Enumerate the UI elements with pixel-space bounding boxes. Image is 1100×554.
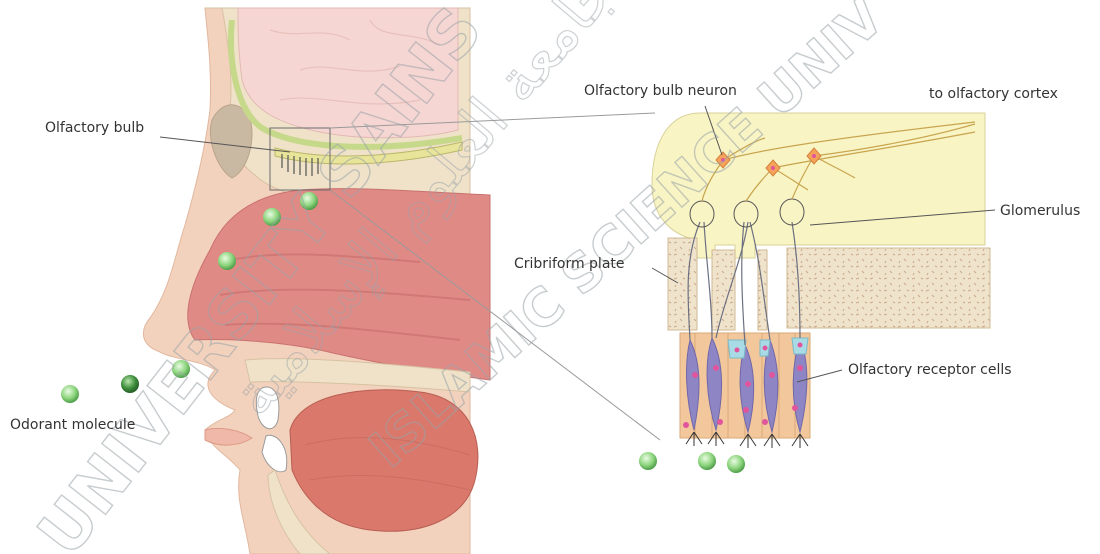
label-olfactory-bulb-neuron: Olfactory bulb neuron — [584, 83, 737, 99]
cribriform-plate-bone — [668, 238, 990, 330]
label-to-olfactory-cortex: to olfactory cortex — [929, 86, 1058, 102]
odorant-molecule-dot — [727, 455, 745, 473]
odorant-molecule-dot — [61, 385, 79, 403]
odorant-molecule-dot — [639, 452, 657, 470]
odorant-molecule-dot — [698, 452, 716, 470]
label-olfactory-bulb: Olfactory bulb — [45, 120, 144, 136]
label-cribriform-plate: Cribriform plate — [514, 256, 625, 272]
label-odorant-molecule: Odorant molecule — [10, 417, 135, 433]
odorant-molecules-detail — [639, 452, 745, 473]
label-glomerulus: Glomerulus — [1000, 203, 1080, 219]
label-olfactory-receptor-cells: Olfactory receptor cells — [848, 362, 1012, 378]
